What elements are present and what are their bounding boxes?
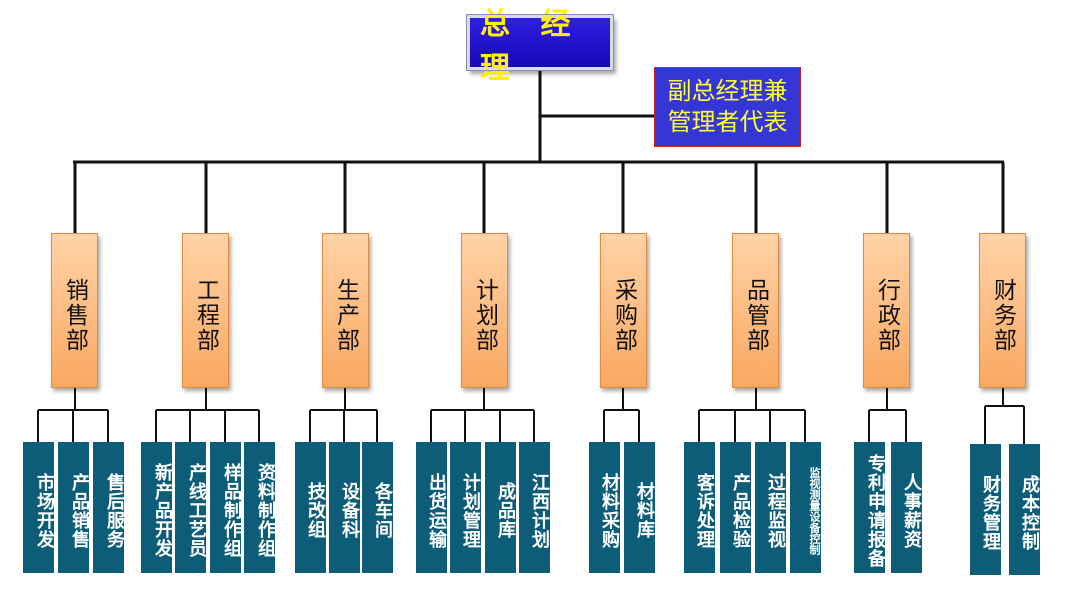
unit-equipment: 设备科: [329, 442, 360, 573]
unit-document-making: 资料制作组: [244, 442, 276, 573]
unit-new-product-dev: 新产品开发: [141, 442, 173, 573]
unit-line-process: 产线工艺员: [175, 442, 207, 573]
unit-complaints: 客诉处理: [684, 442, 715, 573]
unit-plan-management: 计划管理: [450, 442, 481, 573]
dept-administration: 行政部: [863, 233, 910, 388]
unit-sample-making: 样品制作组: [210, 442, 242, 573]
unit-product-sales: 产品销售: [58, 442, 90, 573]
unit-material-warehouse: 材料库: [624, 442, 655, 573]
unit-finished-goods: 成品库: [485, 442, 516, 573]
unit-material-purchasing: 材料采购: [589, 442, 620, 573]
unit-shipping: 出货运输: [416, 442, 447, 573]
deputy-manager-box: 副总经理兼 管理者代表: [654, 67, 801, 147]
dept-engineering: 工程部: [182, 233, 229, 388]
unit-market-development: 市场开发: [23, 442, 55, 573]
unit-after-sales: 售后服务: [93, 442, 125, 573]
general-manager-box: 总 经 理: [466, 7, 614, 86]
unit-patent-filing: 专利申请报备: [854, 442, 886, 573]
dept-purchasing: 采购部: [600, 233, 647, 388]
unit-workshops: 各车间: [362, 442, 393, 573]
dept-planning: 计划部: [461, 233, 508, 388]
unit-tech-improvement: 技改组: [295, 442, 326, 573]
unit-cost-control: 成本控制: [1009, 444, 1040, 575]
dept-finance: 财务部: [979, 233, 1026, 388]
deputy-line-2: 管理者代表: [667, 108, 788, 136]
unit-measuring-equipment: 监视测量设备控制: [790, 442, 821, 573]
general-manager-label: 总 经 理: [480, 6, 581, 86]
dept-sales: 销售部: [51, 233, 98, 388]
unit-hr-payroll: 人事薪资: [891, 442, 922, 573]
dept-quality: 品管部: [732, 233, 779, 388]
deputy-line-1: 副总经理兼: [667, 77, 788, 105]
unit-process-monitoring: 过程监视: [755, 442, 786, 573]
unit-jiangxi-plan: 江西计划: [519, 442, 550, 573]
dept-production: 生产部: [322, 233, 369, 388]
unit-financial-management: 财务管理: [970, 444, 1001, 575]
unit-product-inspection: 产品检验: [720, 442, 751, 573]
